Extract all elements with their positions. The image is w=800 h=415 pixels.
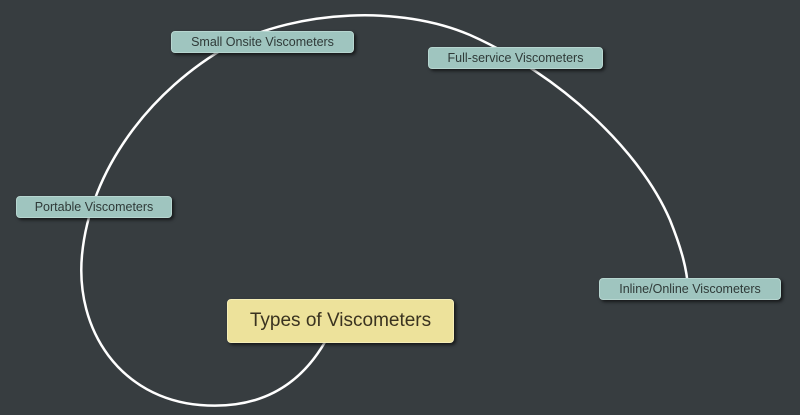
branch-inline-online-viscometers[interactable]: Inline/Online Viscometers [599, 278, 781, 300]
branch-small-onsite-viscometers[interactable]: Small Onsite Viscometers [171, 31, 354, 53]
branch-label: Small Onsite Viscometers [191, 35, 334, 49]
central-topic[interactable]: Types of Viscometers [227, 299, 454, 343]
branch-portable-viscometers[interactable]: Portable Viscometers [16, 196, 172, 218]
connector-curve [80, 14, 690, 407]
branch-label: Portable Viscometers [34, 200, 154, 214]
branch-label: Inline/Online Viscometers [619, 282, 761, 296]
branch-full-service-viscometers[interactable]: Full-service Viscometers [428, 47, 603, 69]
branch-label: Full-service Viscometers [447, 51, 584, 65]
central-topic-label: Types of Viscometers [249, 310, 432, 331]
